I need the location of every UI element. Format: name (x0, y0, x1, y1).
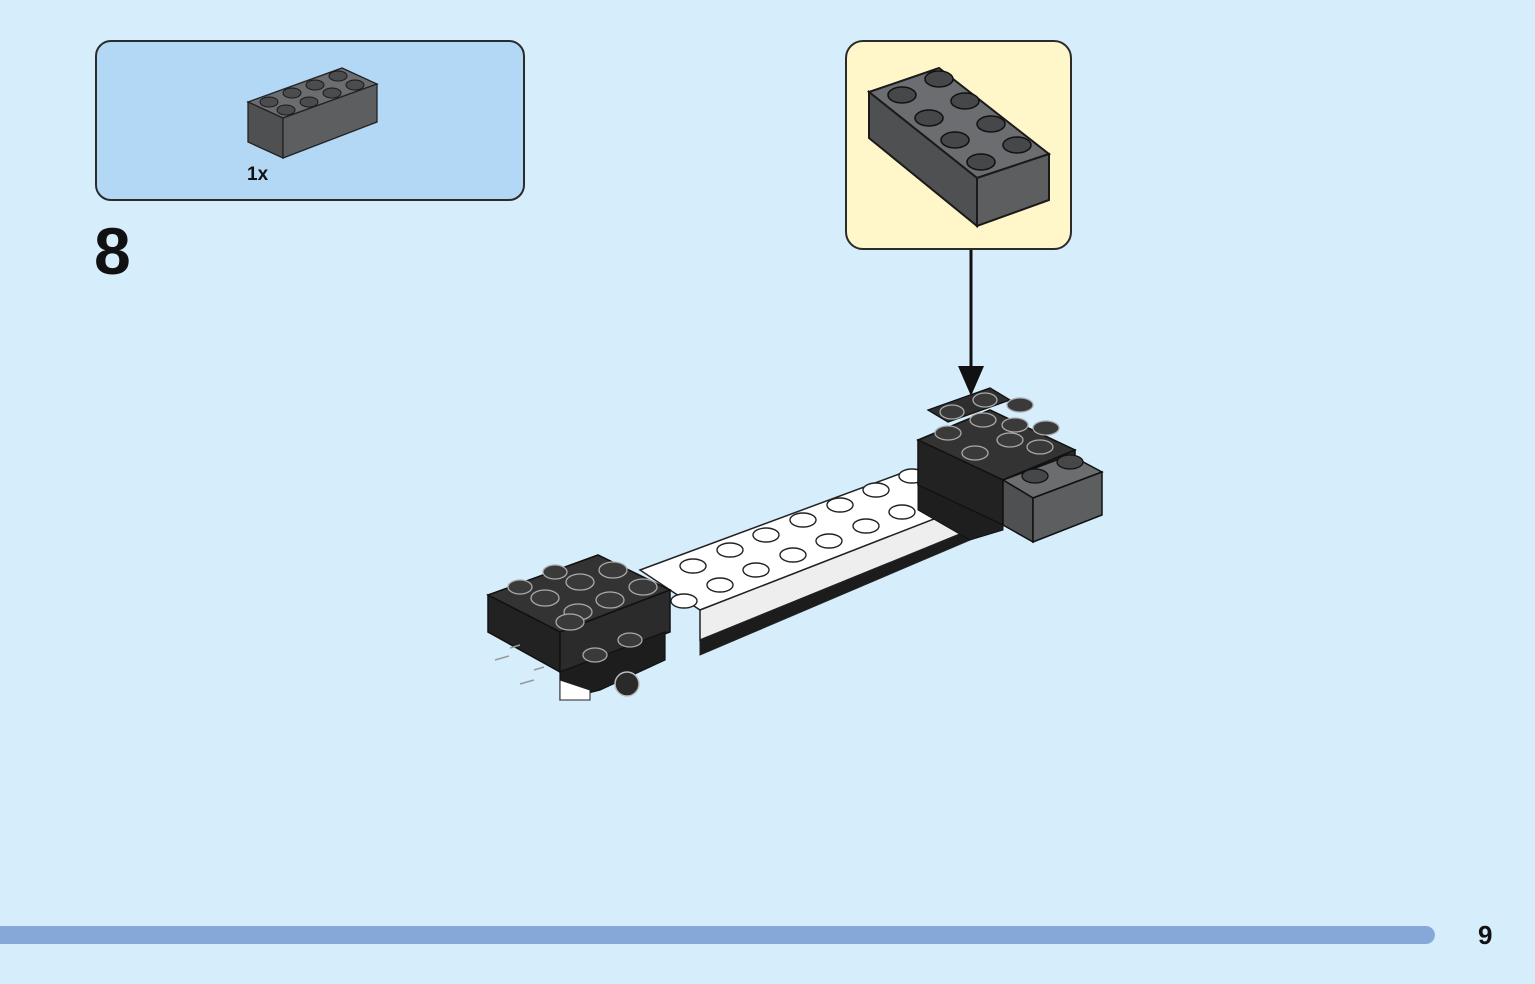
brick-2x4-icon (246, 67, 379, 160)
rear-stack-studs (934, 392, 1060, 461)
page-number: 9 (1478, 920, 1493, 950)
progress-bar-fill (0, 926, 1435, 944)
parts-list-panel: 1x (95, 40, 525, 201)
part-quantity: 1x (247, 164, 269, 185)
white-plate (638, 469, 972, 656)
arrow-head (958, 366, 984, 396)
front-block-studs (507, 561, 658, 663)
brick-2x4-zoom-icon (866, 66, 1052, 229)
zoom-callout-panel (845, 40, 1072, 250)
step-number: 8 (94, 214, 131, 288)
rear-gray-brick-studs (1021, 454, 1084, 484)
progress-bar (0, 926, 1435, 944)
front-connectors (494, 644, 640, 697)
